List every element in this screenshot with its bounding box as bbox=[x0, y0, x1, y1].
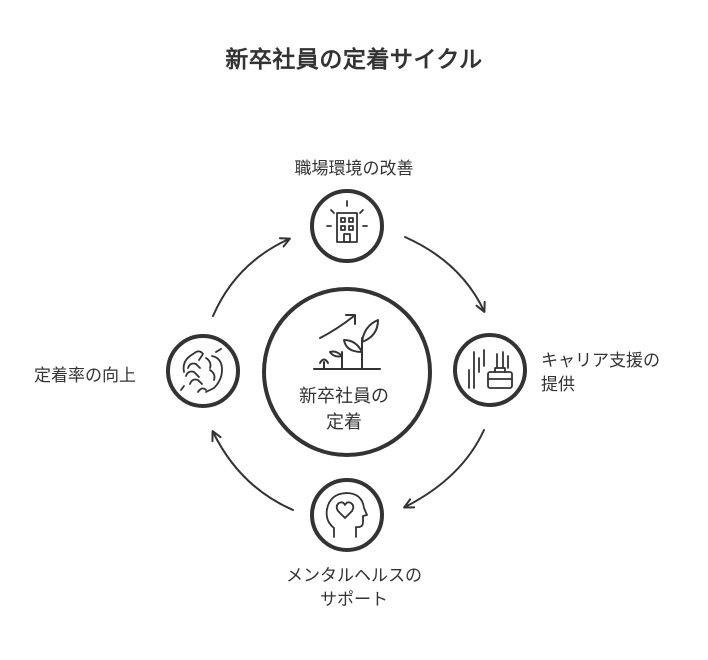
arrow-top-to-right bbox=[404, 236, 486, 313]
career-briefcase-icon bbox=[468, 349, 513, 389]
head-heart-icon bbox=[325, 492, 368, 538]
label-line: キャリア支援の bbox=[541, 351, 660, 371]
center-label-line-1: 新卒社員の bbox=[299, 386, 389, 407]
diagram-title: 新卒社員の定着サイクル bbox=[225, 47, 483, 73]
handshake-icon bbox=[180, 348, 223, 393]
label-career-support: キャリア支援の 提供 bbox=[541, 349, 660, 397]
label-line: サポート bbox=[320, 590, 388, 610]
center-label-line-2: 定着 bbox=[326, 412, 362, 433]
label-line: 職場環境の改善 bbox=[294, 159, 414, 179]
arrow-right-to-bottom bbox=[403, 429, 485, 509]
node-right bbox=[453, 333, 527, 407]
label-retention-improvement: 定着率の向上 bbox=[34, 364, 136, 388]
growing-plant-icon bbox=[313, 314, 381, 370]
node-top bbox=[310, 189, 384, 263]
node-bottom bbox=[310, 478, 384, 552]
label-workplace-improvement: 職場環境の改善 bbox=[254, 157, 454, 181]
label-line: メンタルヘルスの bbox=[286, 566, 422, 586]
center-circle bbox=[262, 287, 432, 457]
label-line: 定着率の向上 bbox=[34, 366, 136, 386]
label-line: 提供 bbox=[541, 375, 575, 395]
building-icon bbox=[326, 200, 368, 243]
node-left bbox=[166, 334, 240, 408]
arrow-left-to-top bbox=[212, 237, 291, 317]
arrow-bottom-to-left bbox=[211, 430, 294, 511]
center-label: 新卒社員の 定着 bbox=[274, 384, 414, 436]
label-mental-health-support: メンタルヘルスの サポート bbox=[234, 564, 474, 612]
